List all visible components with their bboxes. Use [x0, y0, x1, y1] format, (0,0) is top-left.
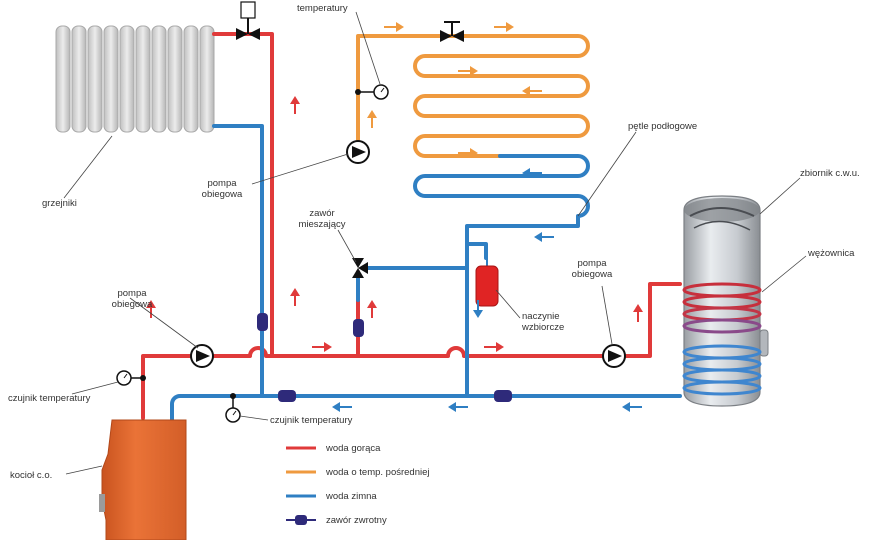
label-floor-loops: pętle podłogowe	[628, 121, 697, 132]
label-sensor-top: temperatury	[297, 3, 348, 14]
mixing-valve	[352, 258, 368, 278]
flow-arrow-left	[622, 402, 642, 412]
legend-label: woda o temp. pośredniej	[325, 467, 430, 478]
temperature-sensor-top	[355, 84, 389, 100]
cold-pipes	[170, 124, 682, 422]
flow-arrow-right	[494, 22, 514, 32]
flow-arrow-up	[290, 288, 300, 306]
radiator	[55, 25, 215, 133]
check-valve	[353, 319, 364, 337]
check-valve	[278, 390, 296, 402]
flow-arrow-up	[633, 304, 643, 322]
legend-swatch	[295, 515, 307, 525]
pump-left	[190, 344, 214, 368]
temperature-sensor-left	[116, 370, 146, 386]
leader-lines	[63, 11, 807, 475]
label-sensor-bottom: czujnik temperatury	[270, 415, 353, 426]
radiator-valve	[236, 1, 260, 40]
legend-item-check_valve: zawór zwrotny	[286, 515, 387, 526]
label-tank: zbiornik c.w.u.	[800, 168, 860, 179]
pump-upper	[346, 140, 370, 164]
legend-label: zawór zwrotny	[326, 515, 387, 526]
label-coil: wężownica	[807, 248, 855, 259]
flow-arrow-left	[522, 86, 542, 96]
legend-item-intermediate: woda o temp. pośredniej	[286, 467, 430, 478]
expansion-vessel	[475, 258, 499, 307]
flow-arrow-right	[458, 66, 478, 76]
flow-arrow-up	[290, 96, 300, 114]
loop-valve	[440, 21, 464, 42]
intermediate-pipes	[356, 34, 590, 162]
coil	[682, 282, 762, 396]
legend-item-hot: woda gorąca	[286, 443, 381, 454]
flow-arrow-down	[473, 300, 483, 318]
legend-label: woda zimna	[325, 491, 377, 502]
check-valve	[257, 313, 268, 331]
label-radiators: grzejniki	[42, 198, 77, 209]
legend-item-cold: woda zimna	[286, 491, 377, 502]
flow-arrow-left	[534, 232, 554, 242]
pump-right	[602, 344, 626, 368]
legend-label: woda gorąca	[325, 443, 381, 454]
boiler	[99, 419, 187, 540]
flow-arrow-right	[384, 22, 404, 32]
flow-arrow-up	[146, 300, 156, 318]
flow-arrow-left	[522, 168, 542, 178]
flow-arrow-right	[484, 342, 504, 352]
flow-arrow-right	[458, 148, 478, 158]
flow-arrows	[146, 22, 643, 412]
hot-water-tank	[683, 195, 769, 407]
flow-arrow-left	[332, 402, 352, 412]
legend: woda gorąca woda o temp. pośredniej woda z…	[286, 443, 430, 526]
label-sensor-left: czujnik temperatury	[8, 393, 91, 404]
label-boiler: kocioł c.o.	[10, 470, 52, 481]
flow-arrow-up	[367, 110, 377, 128]
flow-arrow-right	[312, 342, 332, 352]
check-valve	[494, 390, 512, 402]
flow-arrow-up	[367, 300, 377, 318]
flow-arrow-left	[448, 402, 468, 412]
temperature-sensor-bottom	[225, 393, 241, 423]
hot-pipes	[141, 32, 682, 420]
